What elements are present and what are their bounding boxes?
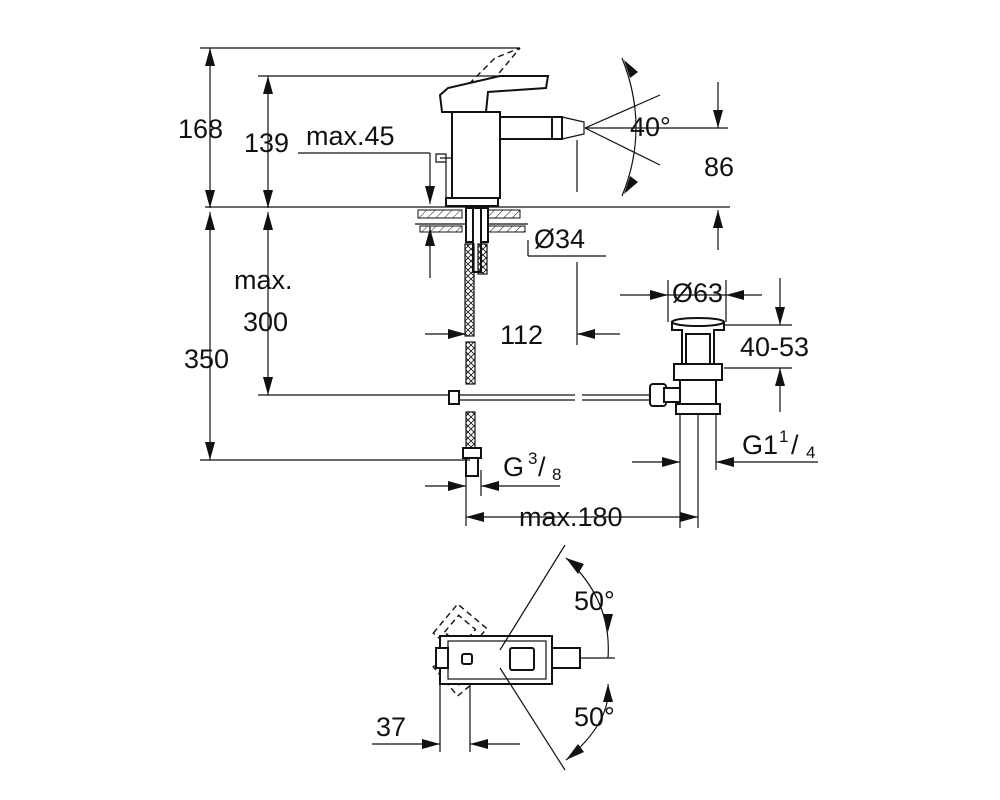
svg-text:1: 1 [779, 427, 788, 446]
dimension-lines [200, 47, 818, 528]
svg-text:4: 4 [806, 443, 815, 462]
label-max: max. [234, 265, 293, 295]
dimension-labels: 168 139 max.45 40° 86 Ø34 max. 300 350 Ø… [178, 112, 815, 742]
svg-text:8: 8 [552, 465, 561, 484]
svg-text:/: / [538, 452, 546, 482]
label-168: 168 [178, 114, 223, 144]
label-139: 139 [244, 128, 289, 158]
label-112: 112 [500, 320, 543, 350]
label-max-180: max.180 [519, 502, 623, 532]
label-g-3-8: G 3 / 8 [503, 449, 561, 484]
waste-assembly [649, 317, 725, 415]
mixer-side-view [435, 47, 585, 207]
label-50-degrees-bottom: 50° [574, 702, 615, 732]
label-350: 350 [184, 344, 229, 374]
svg-text:3: 3 [528, 449, 537, 468]
label-86: 86 [704, 152, 734, 182]
label-40-degrees: 40° [630, 112, 671, 142]
svg-text:G: G [503, 452, 524, 482]
mixer-top-view [372, 544, 615, 771]
svg-text:G1: G1 [742, 430, 778, 460]
label-37: 37 [376, 712, 406, 742]
label-max-45: max.45 [306, 121, 395, 151]
label-50-degrees-top: 50° [574, 586, 615, 616]
label-dia-63: Ø63 [672, 278, 723, 308]
svg-text:/: / [791, 430, 799, 460]
supply-hoses [448, 207, 655, 477]
label-300: 300 [243, 307, 288, 337]
label-40-53: 40-53 [740, 332, 809, 362]
label-g1-1-4: G1 1 / 4 [742, 427, 815, 462]
label-dia-34: Ø34 [534, 224, 585, 254]
